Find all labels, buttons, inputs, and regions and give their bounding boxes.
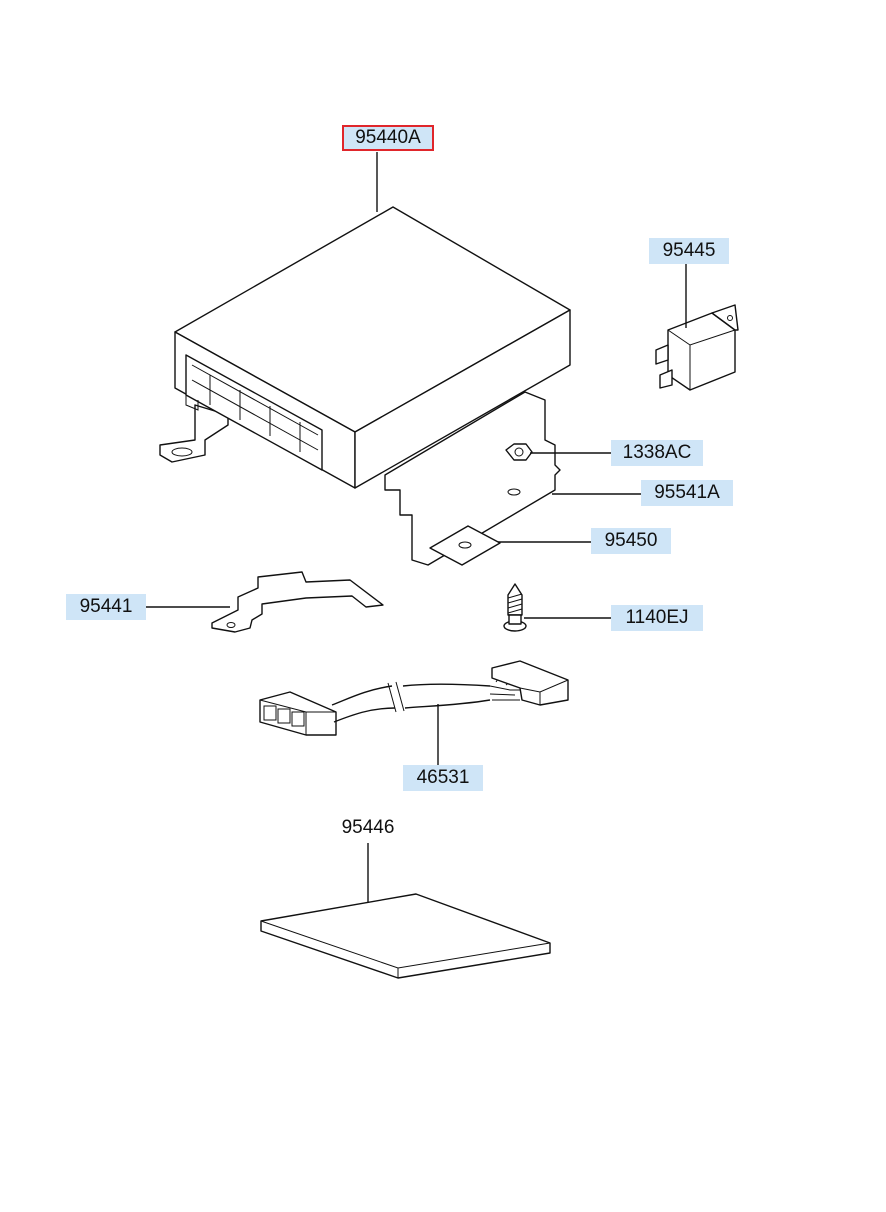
- part-label-95450[interactable]: 95450: [591, 528, 671, 554]
- bracket-tab-drawing[interactable]: [429, 525, 501, 566]
- part-label-46531[interactable]: 46531: [403, 765, 483, 791]
- nut-drawing[interactable]: [505, 443, 533, 461]
- bracket-side-drawing[interactable]: [211, 571, 384, 633]
- pad-drawing[interactable]: [260, 893, 551, 979]
- part-label-95441[interactable]: 95441: [66, 594, 146, 620]
- part-label-95446[interactable]: 95446: [341, 817, 395, 838]
- part-label-1338ac[interactable]: 1338AC: [611, 440, 703, 466]
- part-label-1140ej[interactable]: 1140EJ: [611, 605, 703, 631]
- part-label-95445[interactable]: 95445: [649, 238, 729, 264]
- screw-drawing[interactable]: [503, 583, 527, 632]
- wire-harness-drawing[interactable]: [259, 660, 569, 736]
- ecu-module-drawing[interactable]: [159, 206, 571, 566]
- relay-drawing[interactable]: [655, 304, 739, 391]
- part-label-95440a[interactable]: 95440A: [342, 125, 434, 151]
- part-label-95541a[interactable]: 95541A: [641, 480, 733, 506]
